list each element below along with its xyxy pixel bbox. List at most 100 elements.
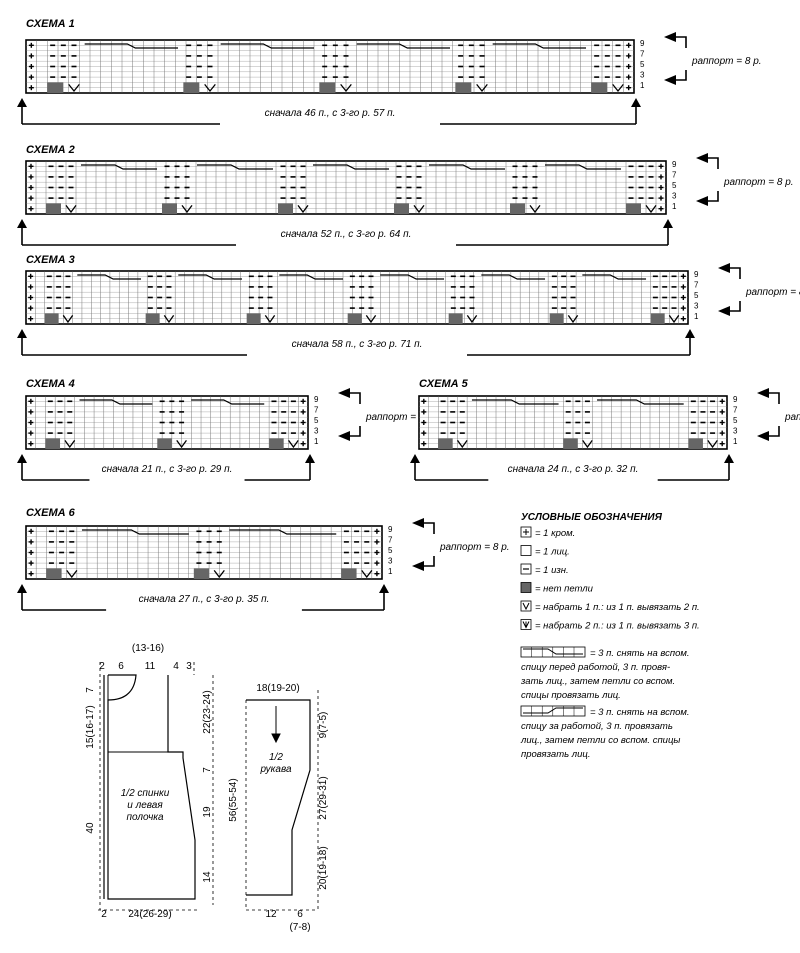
legend-swatch [520,582,532,593]
back-width-1: 2 [99,661,105,672]
legend-item: = набрать 2 п.: из 1 п. вывязать 3 п. [535,621,700,632]
rapport-label: раппорт = 8 р. [439,542,510,553]
legend-cable-left-line: лиц., затем петли со вспом. спицы [520,735,680,746]
chart-6: СХЕМА 6 9 75 31 раппорт = 8 р. сначала 27 п.,… [17,507,510,611]
legend: УСЛОВНЫЕ ОБОЗНАЧЕНИЯ = 1 кром. = 1 лиц. = … [520,512,700,760]
chart-caption: сначала 46 п., с 3-го р. 57 п. [265,108,396,119]
row-number: 9 [640,39,645,48]
legend-cable-right-line: спицу перед работой, 3 п. провя- [521,662,670,673]
rapport-label: раппорт = 8 р. [691,56,762,67]
back-width-4: 4 [173,661,179,672]
row-number: 5 [640,60,645,69]
row-number: 9 [314,395,319,404]
row-number: 7 [640,50,645,59]
row-number: 3 [388,557,393,566]
back-label-2: и левая [127,800,163,811]
chart-caption: сначала 24 п., с 3-го р. 32 п. [508,464,639,475]
back-bottom-2: 24(26-29) [128,909,171,920]
rapport-label: раппорт = 8 р. [784,412,800,423]
chart-2: СХЕМА 2 9 75 31 раппорт = 8 р. сначала 52 п.,… [17,144,794,246]
sleeve-right-dim-3: 20(19-18) [318,846,329,889]
back-bottom-1: 2 [101,909,107,920]
sleeve-bottom-2: 6 [297,909,303,920]
row-number: 7 [388,536,393,545]
row-number: 1 [388,567,393,576]
row-number: 5 [388,546,393,555]
row-number: 1 [640,81,645,90]
row-number: 1 [672,202,677,211]
back-width-3: 11 [145,661,156,672]
legend-item: = нет петли [535,584,594,595]
row-number: 7 [672,171,677,180]
sleeve-top-size: 18(19-20) [256,683,299,694]
back-label-1: 1/2 спинки [121,788,170,799]
row-number: 1 [314,437,319,446]
chart-title: СХЕМА 3 [26,254,75,266]
legend-cable-left-line: = 3 п. снять на вспом. [590,707,690,718]
chart-title: СХЕМА 5 [419,378,469,390]
back-pattern [103,674,196,900]
sleeve-right-dim-1: 9(7-5) [318,712,329,739]
legend-swatch [520,545,532,556]
back-right-dim-2: 7 [202,767,213,773]
row-number: 3 [640,71,645,80]
chart-title: СХЕМА 1 [26,18,75,30]
back-width-2: 6 [118,661,124,672]
legend-cable-left-line: провязать лиц. [521,749,590,760]
row-number: 3 [733,427,738,436]
row-number: 9 [733,395,738,404]
sleeve-left-dim: 56(55-54) [228,778,239,821]
row-number: 5 [694,291,699,300]
row-number: 3 [672,192,677,201]
back-left-dim-2: 15(16-17) [85,705,96,748]
back-top-size: (13-16) [132,643,164,654]
row-number: 1 [733,437,738,446]
row-number: 5 [672,181,677,190]
back-label-3: полочка [126,812,163,823]
row-number: 5 [314,416,319,425]
row-number: 7 [733,406,738,415]
legend-cable-left-line: спицу за работой, 3 п. провязать [521,721,673,732]
legend-title: УСЛОВНЫЕ ОБОЗНАЧЕНИЯ [521,512,663,523]
sleeve-right-dim-2: 27(29-31) [318,776,329,819]
legend-item: = 1 лиц. [535,547,570,558]
chart-title: СХЕМА 6 [26,507,76,519]
back-right-dim-1: 22(23-24) [202,690,213,733]
sleeve-bottom-3: (7-8) [289,922,310,933]
rapport-label: раппорт = 8 р. [365,412,436,423]
chart-4: СХЕМА 4 9 75 31 раппорт = 8 р. сначала 21 п.,… [17,378,436,481]
chart-3: СХЕМА 3 9 75 31 раппорт = 8 р. сначала 58 п.,… [17,254,800,356]
legend-item: = 1 кром. [535,528,575,539]
row-number: 1 [694,312,699,321]
row-number: 9 [388,525,393,534]
chart-title: СХЕМА 4 [26,378,75,390]
legend-item: = 1 изн. [535,565,569,576]
chart-caption: сначала 21 п., с 3-го р. 29 п. [102,464,233,475]
row-number: 9 [672,160,677,169]
chart-title: СХЕМА 2 [26,144,75,156]
chart-1: СХЕМА 1 9 75 31 раппорт = 8 р. сначала 46 п.,… [17,18,762,125]
sleeve-label-2: рукава [259,764,292,775]
back-right-dim-3: 19 [202,806,213,818]
back-width-5: 3 [186,661,192,672]
row-number: 3 [314,427,319,436]
chart-caption: сначала 58 п., с 3-го р. 71 п. [292,339,423,350]
rapport-label: раппорт = 8 р. [723,177,794,188]
legend-cable-right-line: зать лиц., затем петли со вспом. [520,676,675,687]
back-left-dim-3: 40 [85,822,96,834]
legend-item: = набрать 1 п.: из 1 п. вывязать 2 п. [535,602,700,613]
row-number: 5 [733,416,738,425]
chart-5: СХЕМА 5 9 75 31 раппорт = 8 р. сначала 24 п.,… [410,378,800,481]
row-number: 3 [694,302,699,311]
back-left-dim-1: 7 [85,687,96,693]
legend-swatch [520,600,532,612]
legend-cable-right-line: = 3 п. снять на вспом. [590,648,690,659]
row-number: 7 [314,406,319,415]
rapport-label: раппорт = 8 р. [745,287,800,298]
chart-caption: сначала 27 п., с 3-го р. 35 п. [139,594,270,605]
row-number: 9 [694,270,699,279]
chart-caption: сначала 52 п., с 3-го р. 64 п. [281,229,412,240]
row-number: 7 [694,281,699,290]
sleeve-label-1: 1/2 [269,752,283,763]
